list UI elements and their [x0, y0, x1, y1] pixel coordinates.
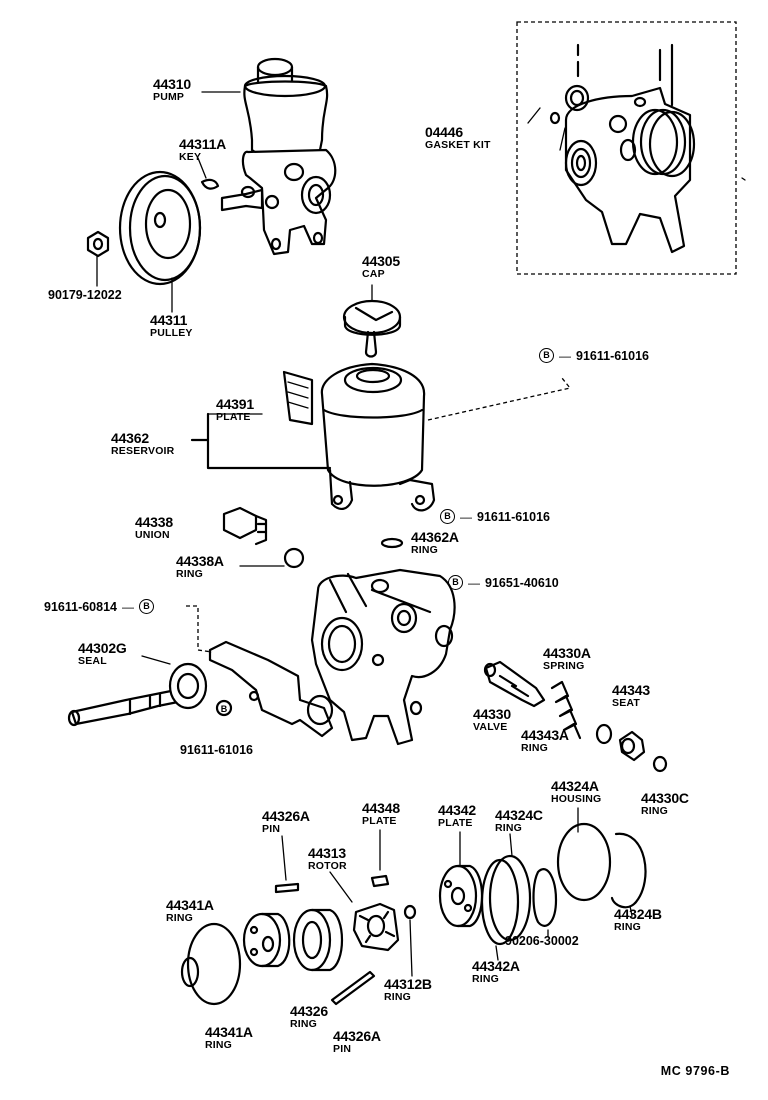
reservoir-illustration	[282, 362, 436, 512]
reservoir-label: 44362 RESERVOIR	[111, 430, 175, 457]
union-label: 44338 UNION	[135, 514, 173, 541]
bolt-c: B — 91651-40610	[448, 575, 559, 590]
oring-label: 90206-30002	[505, 934, 579, 948]
plate-44348-label: 44348 PLATE	[362, 800, 400, 827]
diagram-code: MC 9796-B	[660, 1064, 730, 1078]
spring-label: 44330A SPRING	[543, 645, 591, 672]
pin-top-shape	[274, 882, 300, 894]
cam-plate-illustration	[242, 912, 291, 968]
rotor-label: 44313 ROTOR	[308, 845, 347, 872]
nut-illustration	[86, 230, 110, 287]
gasket-kit-frame	[516, 21, 737, 275]
ring-44338a-label: 44338A RING	[176, 553, 224, 580]
cap-label: 44305 CAP	[362, 253, 400, 280]
bolt-b-number: 91611-61016	[477, 509, 550, 524]
ring-44312b-label: 44312B RING	[384, 976, 432, 1003]
bolt-d-leader	[186, 605, 213, 653]
ring-44324b-shape	[610, 832, 647, 909]
ring-44341a-top-label: 44341A RING	[166, 897, 214, 924]
pin-top-label: 44326A PIN	[262, 808, 310, 835]
ring-44326-label: 44326 RING	[290, 1003, 328, 1030]
ring-44324b-label: 44324B RING	[614, 906, 662, 933]
ring-44341a-large-shape	[186, 922, 242, 1006]
bolt-e-badge: B	[215, 699, 233, 717]
rotor-illustration	[352, 902, 400, 952]
plate-44342-label: 44342 PLATE	[438, 802, 476, 829]
cap-illustration	[342, 284, 402, 358]
valve-illustration	[483, 660, 546, 708]
ring-44341a-small-shape	[180, 956, 200, 988]
pin-bottom-label: 44326A PIN	[333, 1028, 381, 1055]
key-label: 44311A KEY	[179, 136, 227, 163]
bolt-a-badge: B	[539, 348, 554, 363]
housing-illustration	[556, 807, 612, 902]
housing-label: 44324A HOUSING	[551, 778, 602, 805]
pin-bottom-shape	[330, 970, 376, 1006]
gasket-kit-illustration	[527, 43, 746, 254]
ring-44324c-shape	[488, 854, 532, 942]
pump-body-illustration	[310, 568, 456, 746]
bolt-e-number: 91611-61016	[180, 743, 253, 757]
oring-shape	[532, 868, 558, 927]
reservoir-bracket-lines	[190, 412, 332, 470]
spring-illustration	[550, 680, 582, 740]
ring-44342a-label: 44342A RING	[472, 958, 520, 985]
ring-44341a-bottom-label: 44341A RING	[205, 1024, 253, 1051]
valve-label: 44330 VALVE	[473, 706, 511, 733]
ring-44312b-shape	[403, 904, 417, 920]
bolt-a-number: 91611-61016	[576, 348, 649, 363]
ring-44343a-label: 44343A RING	[521, 727, 569, 754]
bolt-d-number: 91611-60814	[44, 599, 117, 614]
key-shape	[200, 178, 220, 190]
bolt-a: B — 91611-61016	[539, 348, 649, 363]
union-illustration	[222, 506, 268, 546]
pulley-illustration	[118, 170, 202, 313]
bolt-d: 91611-60814 — B	[44, 599, 154, 614]
seal-illustration	[141, 655, 208, 710]
svg-text:B: B	[221, 704, 228, 714]
ring-44362a-label: 44362A RING	[411, 529, 459, 556]
bolt-c-number: 91651-40610	[485, 575, 559, 590]
pump-illustration	[201, 57, 337, 256]
seat-label: 44343 SEAT	[612, 682, 650, 709]
bolt-d-badge: B	[139, 599, 154, 614]
seat-illustration	[618, 730, 646, 762]
plate-44348-shape	[370, 874, 390, 888]
ring-44343a-shape	[595, 723, 613, 745]
pulley-label: 44311 PULLEY	[150, 312, 193, 339]
bolt-c-badge: B	[448, 575, 463, 590]
pump-label: 44310 PUMP	[153, 76, 191, 103]
bolt-a-leader	[427, 377, 572, 421]
ring-44362a-shape	[380, 537, 404, 549]
ring-44330c-shape	[652, 755, 668, 773]
bolt-b: B — 91611-61016	[440, 509, 550, 524]
gasket-kit-label: 04446 GASKET KIT	[425, 124, 491, 151]
seal-label: 44302G SEAL	[78, 640, 127, 667]
ring-44324c-label: 44324C RING	[495, 807, 543, 834]
bolt-b-badge: B	[440, 509, 455, 524]
shaft-illustration	[67, 688, 180, 727]
ring-44338a-shape	[283, 547, 305, 569]
ring-44330c-label: 44330C RING	[641, 790, 689, 817]
bracket-illustration	[208, 640, 334, 738]
nut-label: 90179-12022	[48, 288, 122, 302]
plate-44391-label: 44391 PLATE	[216, 396, 254, 423]
ring-44342a-shape	[480, 858, 520, 946]
plate-44342-illustration	[438, 831, 484, 928]
cam-ring-illustration	[292, 908, 344, 972]
